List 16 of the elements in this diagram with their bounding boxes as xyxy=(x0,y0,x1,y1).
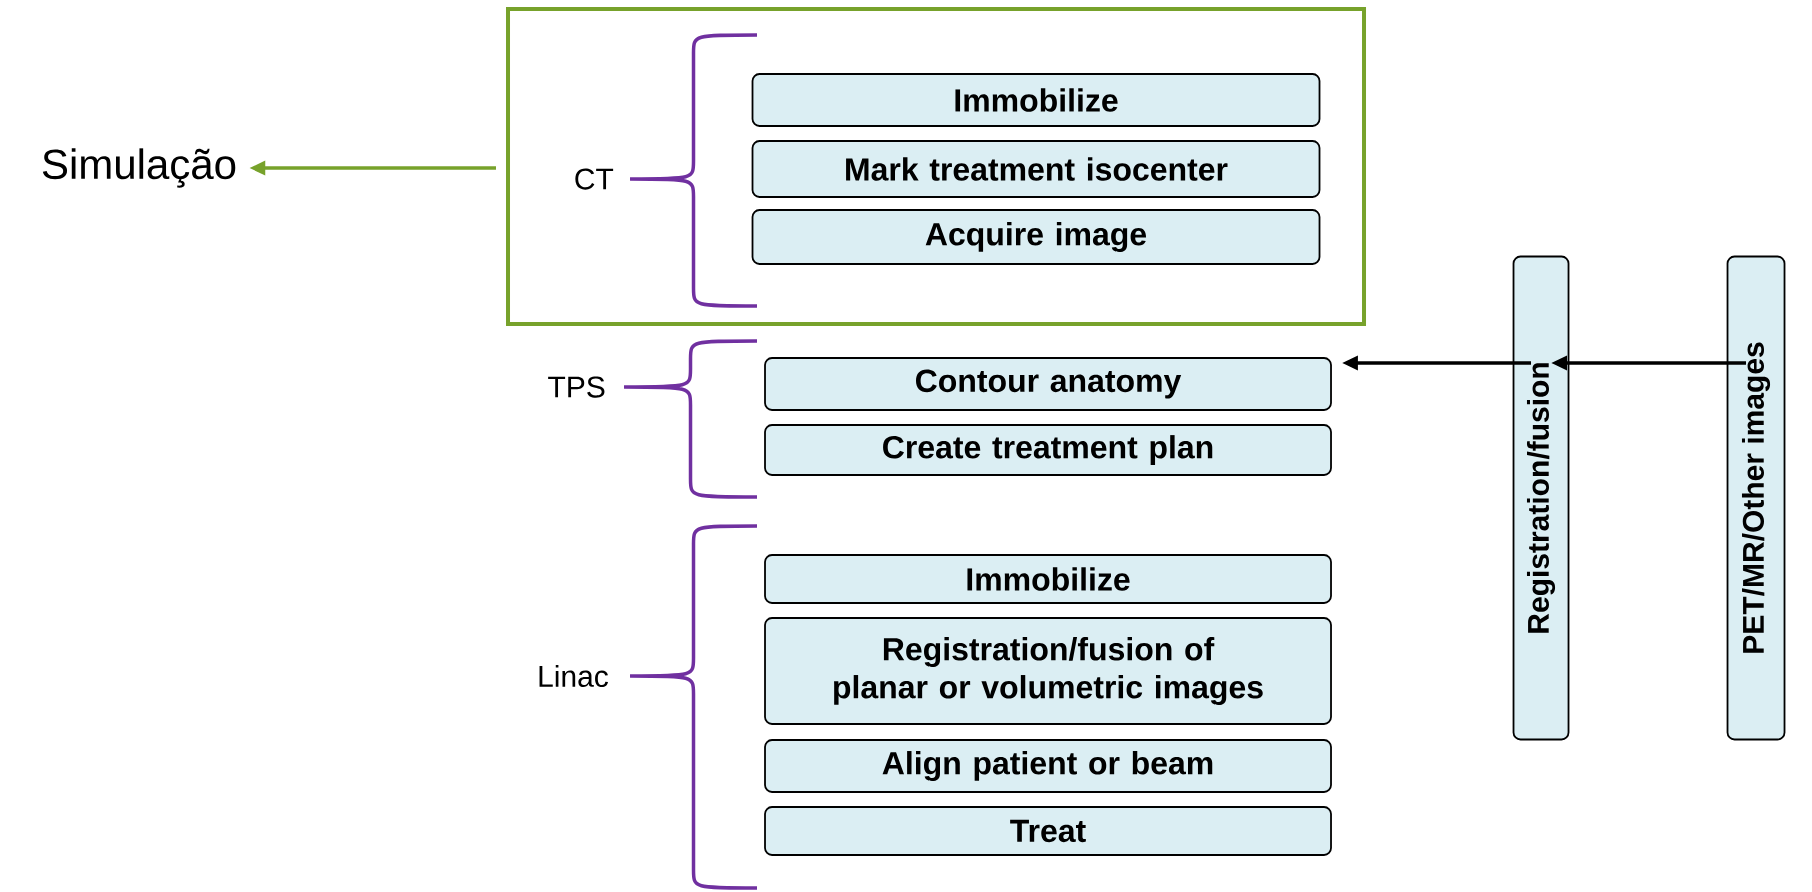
process-box: Create treatment plan xyxy=(764,424,1332,476)
process-box: Acquire image xyxy=(751,209,1321,265)
process-box: Mark treatment isocenter xyxy=(751,140,1321,198)
group-label: CT xyxy=(575,168,614,190)
process-box: PET/MR/Other images xyxy=(1726,255,1786,741)
process-box: Contour anatomy xyxy=(764,357,1332,411)
frame-box xyxy=(506,7,1366,326)
group-label: Linac xyxy=(539,665,608,688)
process-box: Registration/fusion xyxy=(1512,255,1570,741)
group-label: TPS xyxy=(548,376,605,398)
process-box: Treat xyxy=(764,806,1332,856)
process-box: Registration/fusion of planar or volumetric images xyxy=(764,617,1332,725)
process-box: Immobilize xyxy=(764,554,1332,604)
process-box: Align patient or beam xyxy=(764,739,1332,793)
stage-label: Simulação xyxy=(42,148,236,188)
process-box: Immobilize xyxy=(751,73,1321,127)
